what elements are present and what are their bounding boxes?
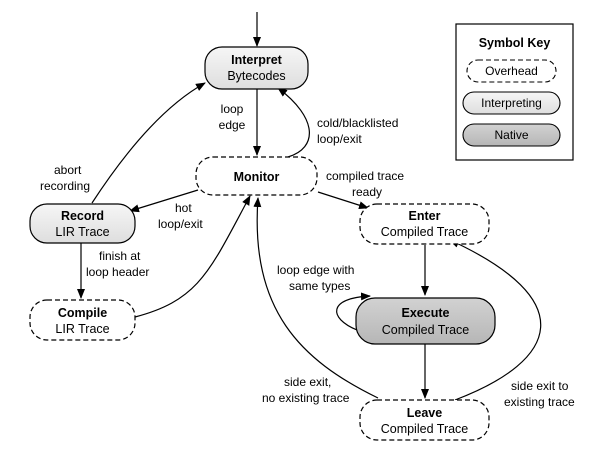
- node-monitor: Monitor: [195, 156, 318, 196]
- legend-item-native: Native: [462, 123, 561, 147]
- edge-label-side-exit-no-trace-2: no existing trace: [262, 391, 350, 405]
- edge-label-cold-blacklisted-1: cold/blacklisted: [317, 116, 398, 130]
- edge-label-cold-blacklisted-2: loop/exit: [317, 132, 362, 146]
- node-interpret: Interpret Bytecodes: [204, 46, 309, 90]
- node-enter: Enter Compiled Trace: [359, 203, 490, 245]
- edge-monitor-to-record-hot: [129, 189, 199, 213]
- node-subtitle: Compiled Trace: [381, 422, 469, 436]
- edge-label-side-exit-existing-2: existing trace: [504, 395, 575, 409]
- node-title: Interpret: [231, 53, 283, 67]
- edge-leave-to-enter-side-exit: [449, 239, 542, 401]
- edge-record-to-interpret-abort: [91, 82, 206, 204]
- node-title: Record: [61, 209, 104, 223]
- node-record: Record LIR Trace: [29, 203, 136, 244]
- node-execute: Execute Compiled Trace: [355, 297, 496, 345]
- edge-label-loop-edge-same-types-1: loop edge with: [277, 263, 354, 277]
- node-subtitle: Compiled Trace: [381, 225, 469, 239]
- edge-leave-to-monitor-side-exit: [253, 197, 379, 399]
- edge-label-loop-edge-same-types-2: same types: [289, 279, 350, 293]
- symbol-key: Symbol Key Overhead Interpreting Native: [455, 23, 574, 161]
- node-subtitle: Compiled Trace: [382, 323, 470, 337]
- edge-label-hot-loop-exit-1: hot: [175, 201, 192, 215]
- edge-label-side-exit-existing-1: side exit to: [511, 379, 569, 393]
- edge-label-finish-loop-header-2: loop header: [86, 265, 149, 279]
- node-title: Compile: [58, 306, 107, 320]
- node-title: Leave: [407, 406, 442, 420]
- node-subtitle: LIR Trace: [55, 322, 109, 336]
- edge-label-abort-recording-2: recording: [40, 179, 90, 193]
- edge-label-hot-loop-exit-2: loop/exit: [158, 217, 203, 231]
- legend-label: Interpreting: [481, 96, 542, 110]
- node-title: Enter: [409, 209, 441, 223]
- legend-item-interpreting: Interpreting: [462, 91, 561, 115]
- edge-label-abort-recording-1: abort: [54, 163, 82, 177]
- edge-monitor-to-enter-ready: [317, 191, 369, 210]
- edge-labels: loop edge cold/blacklisted loop/exit abo…: [40, 102, 575, 409]
- node-title: Execute: [402, 306, 450, 320]
- legend-label: Overhead: [485, 64, 538, 78]
- edge-label-loop-edge-2: edge: [219, 118, 246, 132]
- legend-item-overhead: Overhead: [466, 59, 557, 83]
- edge-label-compiled-trace-ready-2: ready: [352, 185, 382, 199]
- symbol-key-title: Symbol Key: [479, 36, 551, 50]
- legend-label: Native: [494, 128, 528, 142]
- node-leave: Leave Compiled Trace: [359, 399, 490, 441]
- edge-monitor-to-interpret-cold: [277, 87, 310, 158]
- node-title: Monitor: [234, 170, 280, 184]
- edge-label-compiled-trace-ready-1: compiled trace: [326, 169, 404, 183]
- edge-label-finish-loop-header-1: finish at: [99, 249, 141, 263]
- node-subtitle: LIR Trace: [55, 225, 109, 239]
- edge-label-loop-edge-1: loop: [221, 102, 244, 116]
- edge-execute-self-loop: [336, 292, 371, 331]
- edges: [77, 12, 542, 401]
- edge-label-side-exit-no-trace-1: side exit,: [284, 375, 331, 389]
- edge-compile-to-monitor: [134, 195, 251, 318]
- node-compile: Compile LIR Trace: [29, 299, 136, 341]
- node-subtitle: Bytecodes: [227, 69, 285, 83]
